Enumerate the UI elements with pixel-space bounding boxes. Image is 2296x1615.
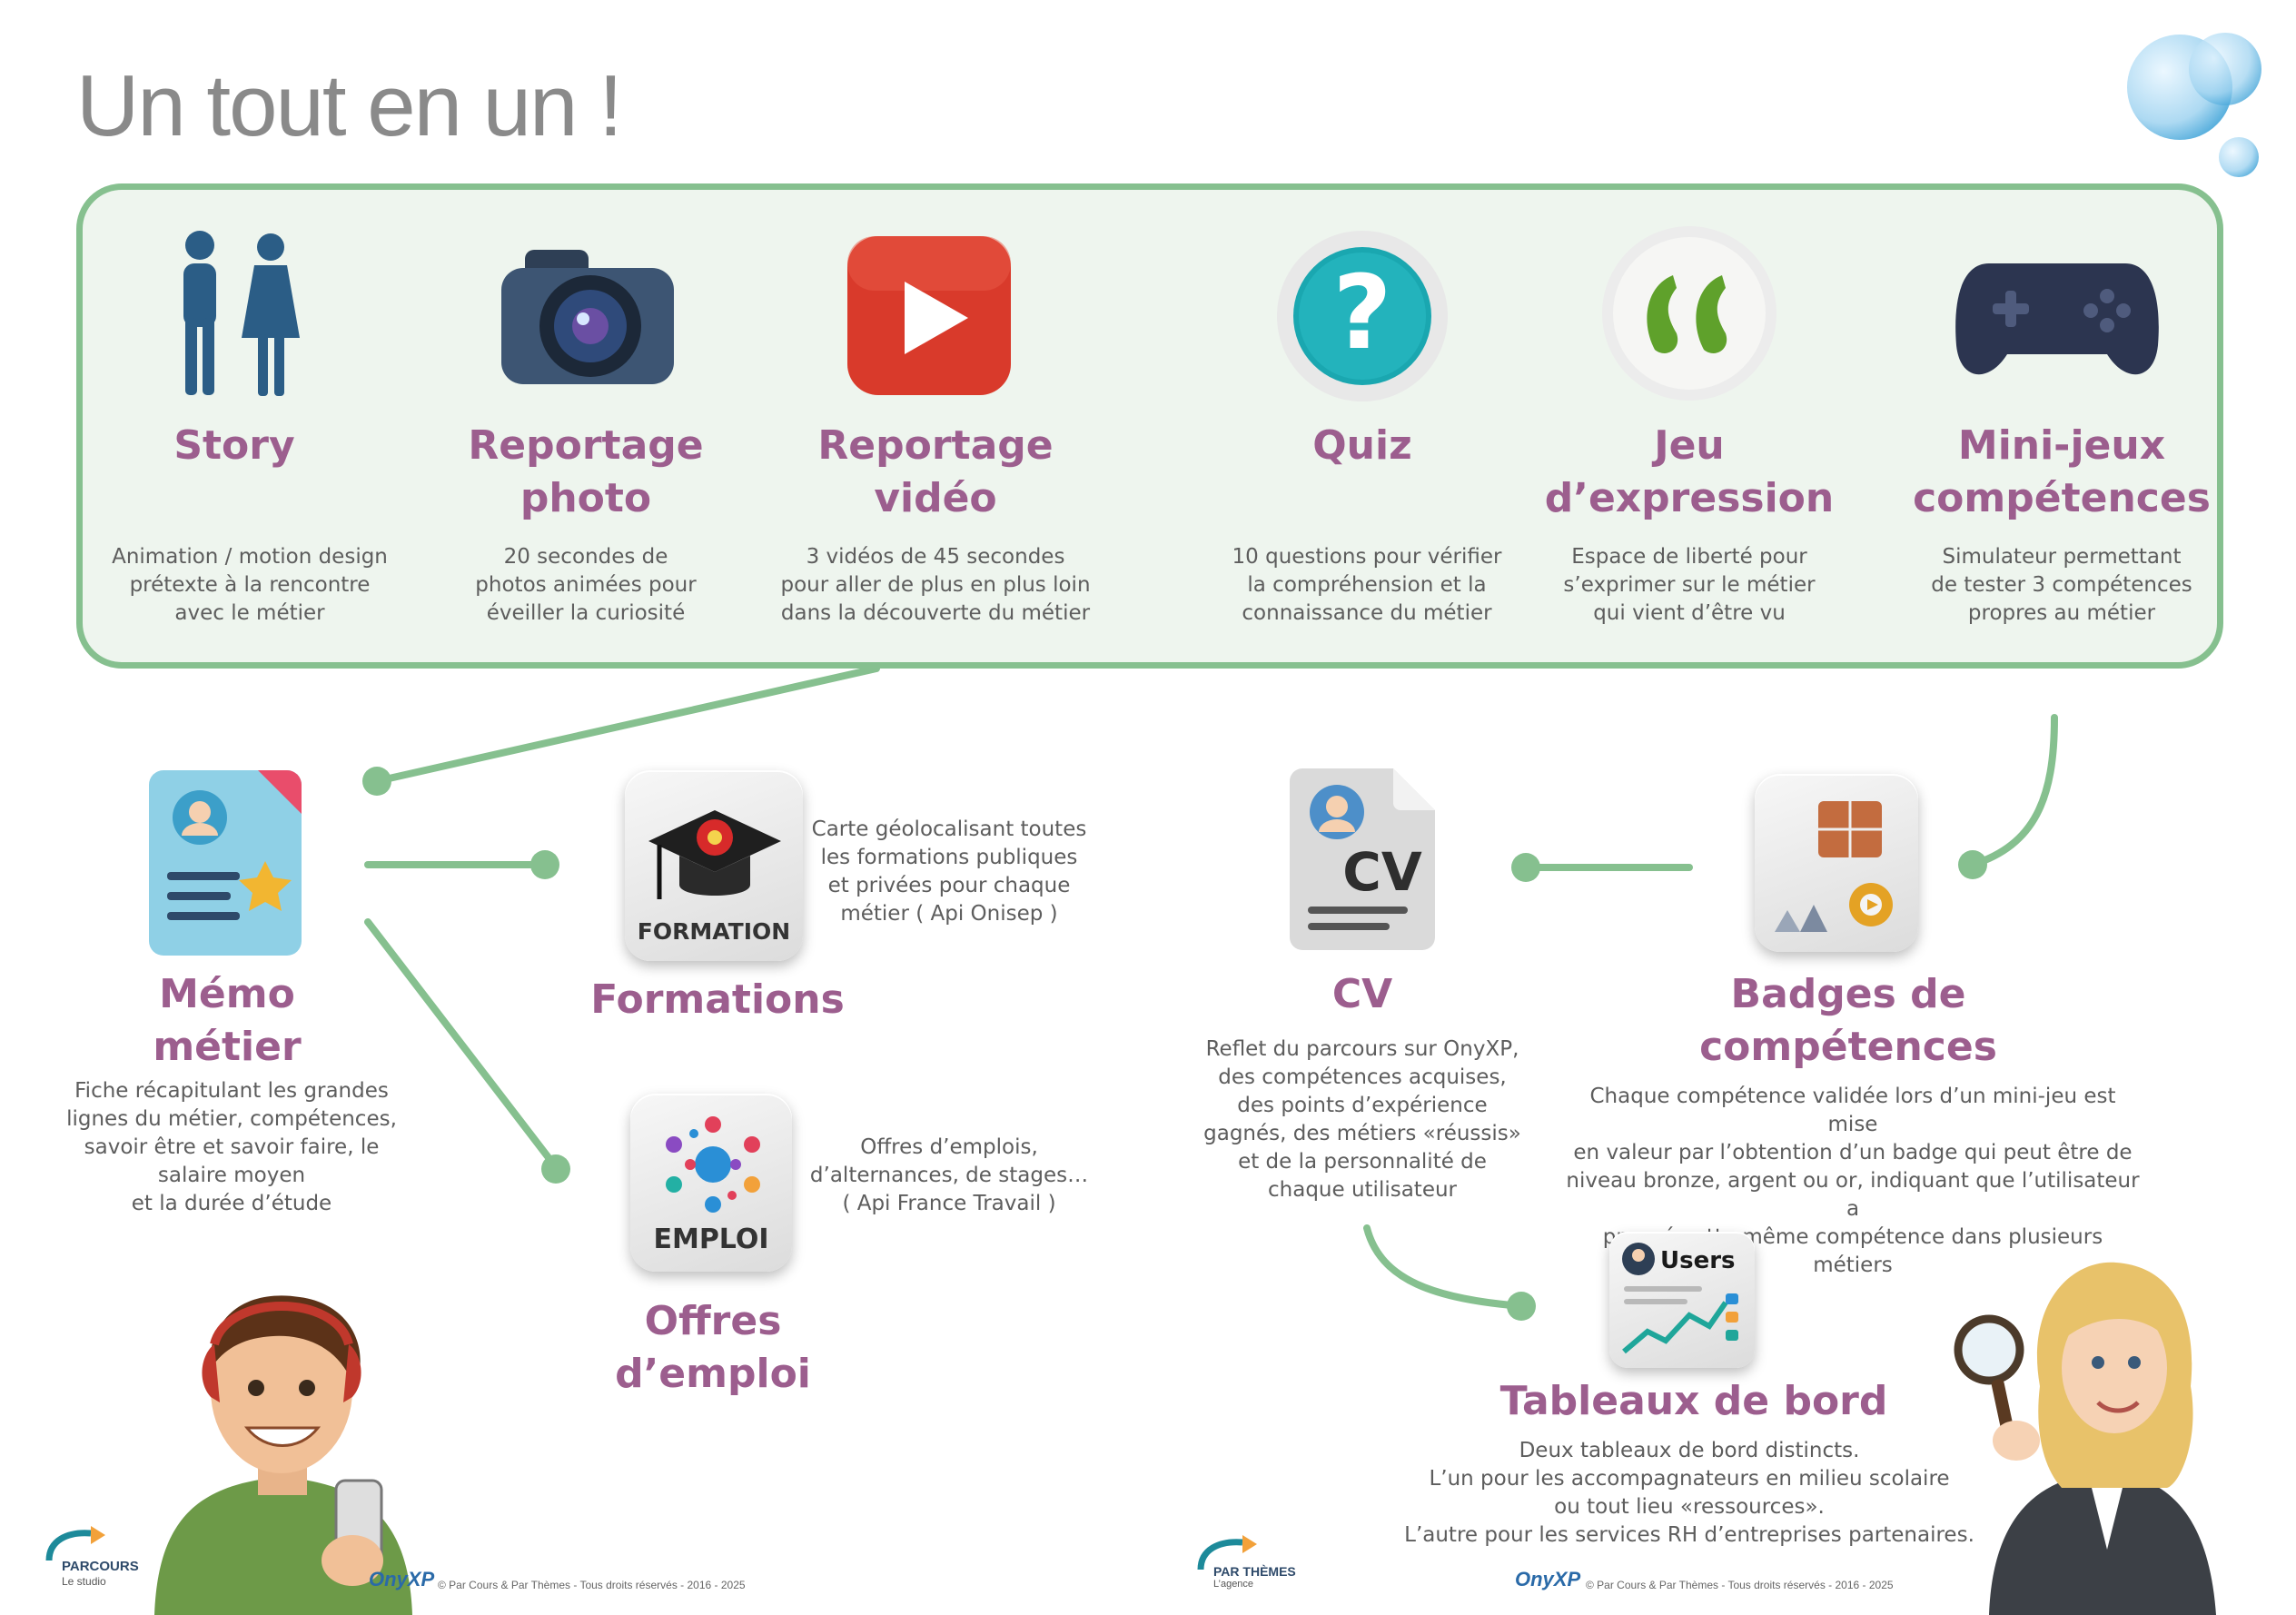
memo-document-icon (149, 770, 302, 956)
jeu-expression-title: Jeu d’expression (1544, 422, 1835, 521)
cv-tile-label: CV (1342, 841, 1422, 903)
svg-text:?: ? (1333, 254, 1392, 372)
question-icon: ? (1277, 231, 1448, 401)
memo-desc: Fiche récapitulant les grandes lignes du… (66, 1079, 397, 1215)
parcours-logo-line1: PARCOURS (62, 1559, 139, 1574)
formation-tile: FORMATION (625, 770, 803, 961)
dashboard-tile-label: Users (1660, 1247, 1736, 1274)
cv-title: CV (1331, 971, 1393, 1017)
tableaux-title: Tableaux de bord (1499, 1378, 1888, 1424)
reportage-photo-title: Reportage photo (468, 422, 704, 521)
parthemes-logo-line1: PAR THÈMES (1213, 1564, 1296, 1579)
parcours-logo-icon (45, 1526, 105, 1561)
reportage-video-desc: 3 vidéos de 45 secondes pour aller de pl… (780, 545, 1091, 625)
dashboard-tile: Users (1609, 1232, 1755, 1368)
graduation-cap-icon (648, 810, 781, 899)
story-desc: Animation / motion design prétexte à la … (112, 545, 388, 625)
camera-icon (501, 250, 674, 384)
emploi-tile-label: EMPLOI (653, 1224, 769, 1255)
puzzle-gear-icon (1775, 801, 1893, 932)
network-icon (666, 1116, 760, 1213)
bubbles-icon (2127, 33, 2261, 177)
parthemes-logo-icon (1197, 1535, 1257, 1570)
copyright-right: © Par Cours & Par Thèmes - Tous droits r… (1586, 1579, 1894, 1591)
play-icon (847, 236, 1011, 395)
jeu-expression-desc: Espace de liberté pour s’exprimer sur le… (1563, 545, 1816, 625)
offres-title: Offres d’emploi (615, 1298, 811, 1397)
quiz-desc: 10 questions pour vérifier la compréhens… (1232, 545, 1502, 625)
young-man-illustration (154, 1295, 412, 1615)
people-icon (183, 231, 300, 396)
woman-magnifier-illustration (1954, 1262, 2216, 1615)
parcours-logo-line2: Le studio (62, 1575, 106, 1588)
onyxp-logo-left: OnyXP (369, 1568, 435, 1590)
formation-tile-label: FORMATION (637, 918, 791, 945)
dashboard-chart-icon: Users (1622, 1243, 1738, 1354)
reportage-video-title: Reportage vidéo (817, 422, 1054, 521)
memo-title: Mémo métier (153, 971, 302, 1070)
emploi-tile: EMPLOI (630, 1094, 792, 1272)
mini-jeux-title: Mini-jeux compétences (1913, 422, 2211, 521)
cv-document-icon: CV (1290, 768, 1435, 950)
badges-title: Badges de compétences (1699, 971, 1997, 1070)
formations-desc: Carte géolocalisant toutes les formation… (811, 817, 1087, 926)
gamepad-icon (1955, 263, 2159, 375)
story-title: Story (173, 422, 295, 469)
quote-icon (1602, 226, 1776, 401)
offres-desc: Offres d’emplois, d’alternances, de stag… (809, 1135, 1089, 1215)
quiz-title: Quiz (1312, 422, 1412, 469)
cv-desc: Reflet du parcours sur OnyXP, des compét… (1203, 1037, 1521, 1202)
copyright-left: © Par Cours & Par Thèmes - Tous droits r… (438, 1579, 746, 1591)
tableaux-desc: Deux tableaux de bord distincts. L’un po… (1404, 1439, 1974, 1547)
reportage-photo-desc: 20 secondes de photos animées pour éveil… (475, 545, 697, 625)
parthemes-logo-line2: L’agence (1213, 1579, 1254, 1590)
formations-title: Formations (590, 976, 845, 1023)
onyxp-logo-right: OnyXP (1515, 1568, 1581, 1590)
mini-jeux-desc: Simulateur permettant de tester 3 compét… (1931, 545, 2192, 625)
badges-tile (1755, 774, 1918, 952)
page-title: Un tout en un ! (76, 57, 623, 154)
modules-panel (76, 183, 2223, 669)
